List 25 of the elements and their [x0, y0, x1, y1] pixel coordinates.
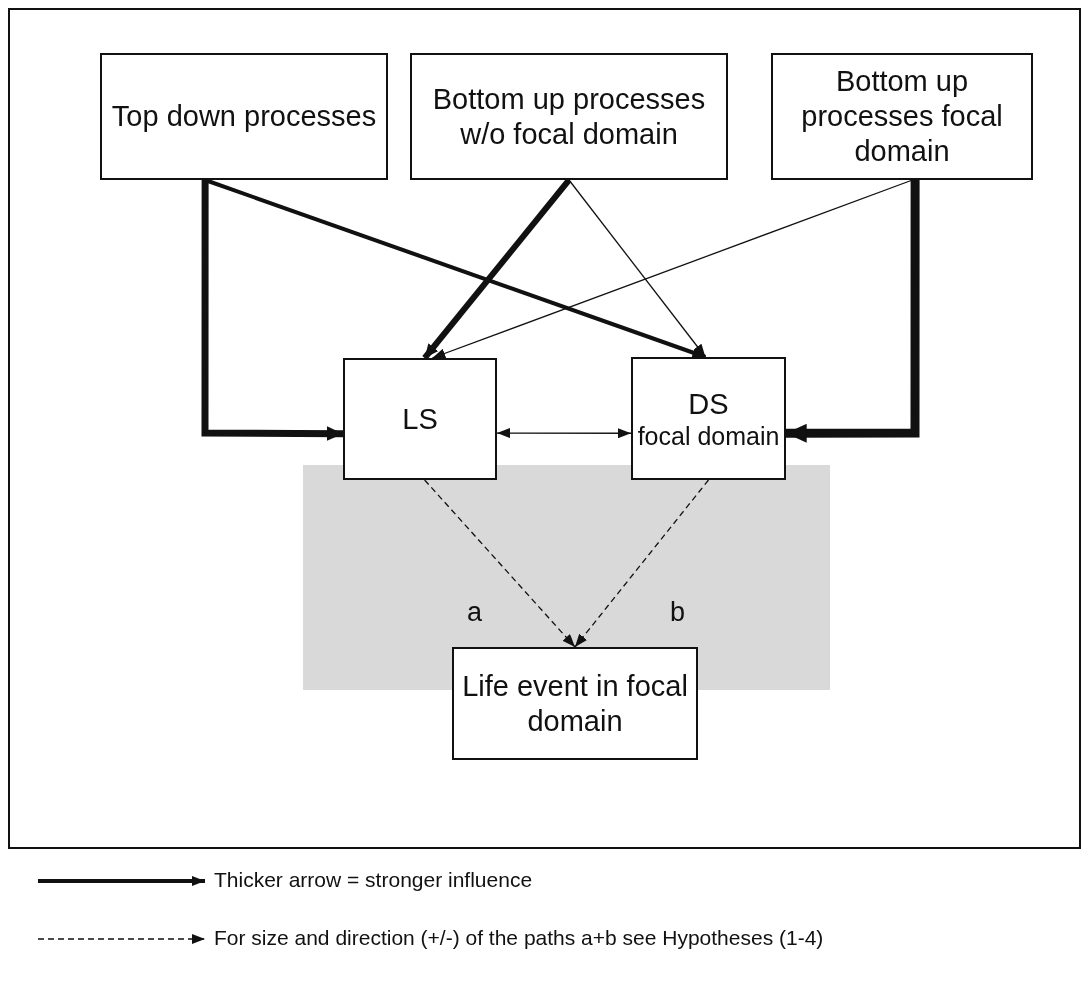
edge-label: b: [669, 597, 687, 628]
node-text: focal domain: [637, 421, 780, 451]
legend-text: For size and direction (+/-) of the paths a+b see Hypotheses (1-4): [214, 926, 824, 950]
node-text: DS: [688, 386, 729, 422]
arrow: [431, 179, 914, 359]
arrow: [201, 180, 343, 441]
node-text: LS: [402, 401, 438, 437]
process-box: [631, 357, 786, 480]
arrow: [786, 180, 920, 443]
node-text: Top down processes: [111, 99, 377, 134]
process-box: [452, 647, 698, 760]
arrow: [568, 179, 707, 358]
arrow: [423, 479, 576, 648]
process-box: [410, 53, 728, 180]
process-box: [343, 358, 497, 480]
legend-text: Thicker arrow = stronger influence: [214, 868, 533, 892]
process-box: [100, 53, 388, 180]
arrow: [574, 479, 710, 648]
node-text: Bottom up processes w/o focal domain: [431, 81, 707, 152]
arrow: [496, 428, 632, 439]
edge-label: a: [466, 597, 484, 628]
process-box: [771, 53, 1033, 180]
arrow: [422, 178, 572, 360]
node-text: Life event in focal domain: [461, 668, 689, 739]
node-text: Bottom up processes focal domain: [800, 64, 1004, 169]
